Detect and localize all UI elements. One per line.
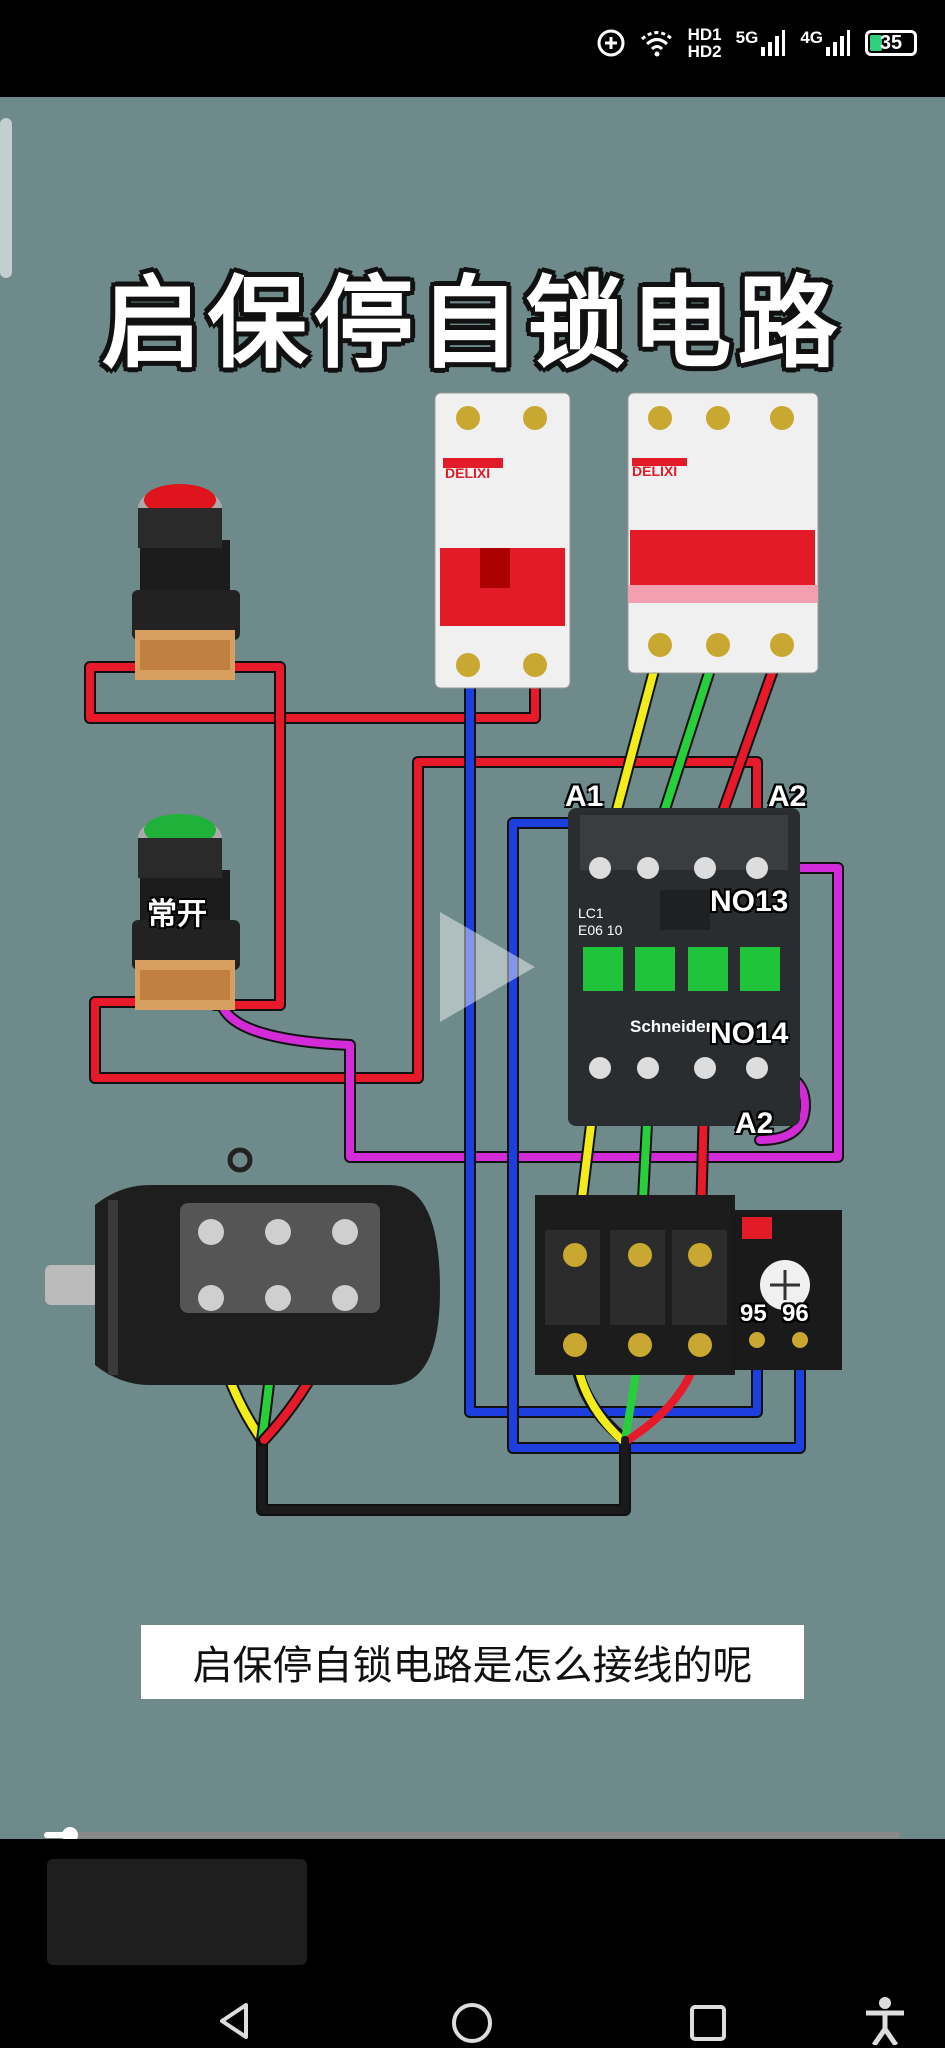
svg-text:DELIXI: DELIXI: [632, 463, 677, 479]
navigation-bar: [0, 1989, 945, 2048]
svg-text:Schneider: Schneider: [630, 1017, 713, 1036]
wiring-diagram-illustration: DELIXI DELIXI LC1 E06 10 S: [0, 118, 844, 1516]
add-circle-icon: [597, 29, 625, 57]
terminal-label-a2-bottom: A2: [735, 1107, 774, 1140]
hd2-indicator: HD2: [687, 42, 722, 61]
svg-text:DELIXI: DELIXI: [445, 465, 490, 481]
network-5g-label: 5G: [735, 28, 759, 47]
video-title: 启保停自锁电路: [101, 265, 844, 382]
terminal-label-no13: NO13: [710, 885, 789, 918]
three-pole-breaker-illustration: DELIXI: [627, 392, 819, 674]
video-player[interactable]: DELIXI DELIXI LC1 E06 10 S: [0, 97, 945, 1839]
hd1-indicator: HD1: [687, 25, 722, 44]
accessibility-icon[interactable]: [862, 1995, 908, 2045]
terminal-label-a1: A1: [565, 780, 604, 813]
svg-text:E06 10: E06 10: [578, 922, 623, 938]
wifi-icon: [640, 31, 673, 57]
terminal-label-96: 96: [782, 1300, 809, 1327]
svg-text:LC1: LC1: [578, 905, 604, 921]
battery-icon: 35: [865, 30, 917, 56]
start-button-illustration: [132, 814, 240, 1010]
signal-icon: [826, 30, 850, 56]
terminal-label-95: 95: [740, 1300, 767, 1327]
terminal-label-no14: NO14: [710, 1017, 789, 1050]
video-progress-fill: [44, 1832, 70, 1838]
battery-level-text: 35: [879, 31, 903, 54]
home-icon[interactable]: [450, 2001, 494, 2045]
thermal-relay-illustration: [535, 1195, 842, 1375]
network-4g-label: 4G: [800, 28, 823, 47]
play-icon[interactable]: [430, 907, 540, 1027]
terminal-label-a2-top: A2: [768, 780, 807, 813]
bottom-panel: [0, 1839, 945, 2048]
signal-icon: [761, 30, 786, 56]
stop-button-illustration: [132, 484, 240, 680]
recents-icon[interactable]: [688, 2003, 728, 2043]
contactor-illustration: LC1 E06 10 Schneider: [568, 808, 800, 1126]
back-icon[interactable]: [214, 2001, 254, 2041]
status-bar: HD1 HD2 5G 4G 35: [0, 0, 945, 97]
video-thumbnail-placeholder[interactable]: [47, 1859, 307, 1965]
two-pole-breaker-illustration: DELIXI: [434, 392, 571, 689]
video-subtitle: 启保停自锁电路是怎么接线的呢: [141, 1625, 804, 1699]
video-progress-bar[interactable]: [44, 1827, 900, 1843]
normally-open-label: 常开: [147, 897, 207, 932]
motor-illustration: [45, 1147, 440, 1385]
